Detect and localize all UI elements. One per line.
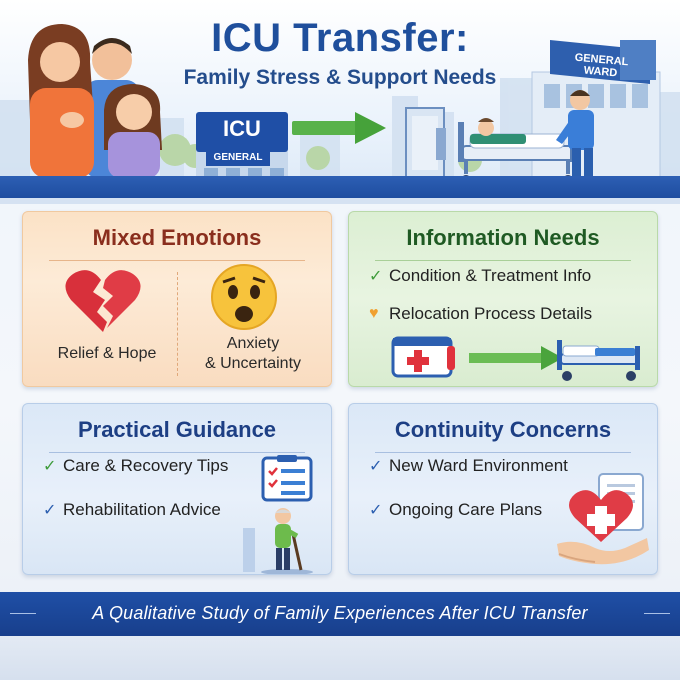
card-continuity-concerns: Continuity Concerns ✓ New Ward Environme… (348, 403, 658, 575)
card-rule (49, 452, 305, 453)
footer-rule-right (644, 613, 670, 614)
list-item-label: Condition & Treatment Info (389, 266, 592, 285)
list-item: ♥ Relocation Process Details (369, 304, 592, 324)
emotions-divider (177, 272, 178, 376)
card-information-needs: Information Needs ✓ Condition & Treatmen… (348, 211, 658, 387)
list-item: ✓ New Ward Environment (369, 456, 568, 476)
hospital-bed-icon (557, 340, 640, 381)
bottom-strip (0, 636, 680, 680)
card-title-practical-guidance: Practical Guidance (77, 417, 277, 442)
medical-chart-icon (391, 336, 455, 378)
checklist-clipboard-icon (261, 455, 313, 502)
card-title-mixed-emotions: Mixed Emotions (92, 225, 262, 250)
page-title: ICU Transfer: (211, 16, 469, 60)
card-rule (49, 260, 305, 261)
transfer-arrow (292, 112, 386, 144)
broken-heart-icon (65, 270, 141, 332)
emotion-label-anxiety-line1: Anxiety (226, 335, 280, 352)
list-item: ✓ Rehabilitation Advice (43, 500, 221, 520)
list-item-label: Relocation Process Details (389, 304, 593, 323)
header-ground-band (0, 176, 680, 198)
check-icon: ✓ (43, 502, 57, 519)
nurse-figure (556, 90, 596, 181)
list-item: ✓ Care & Recovery Tips (43, 456, 228, 476)
list-item: ✓ Condition & Treatment Info (369, 266, 591, 286)
list-item-label: Rehabilitation Advice (63, 500, 221, 519)
arrow-right-icon (469, 346, 563, 370)
header-divider (0, 198, 680, 204)
hospital-bed-icon (436, 118, 576, 185)
emotion-label-relief: Relief & Hope (57, 345, 157, 362)
card-title-continuity-concerns: Continuity Concerns (394, 417, 612, 442)
icu-building (196, 112, 288, 178)
list-item-label: Care & Recovery Tips (63, 456, 229, 475)
footer-banner: A Qualitative Study of Family Experience… (0, 592, 680, 636)
card-practical-guidance: Practical Guidance ✓ Care & Recovery Tip… (22, 403, 332, 575)
card-mixed-emotions: Mixed Emotions Relief & Hope Anxiety & U… (22, 211, 332, 387)
heart-in-hands-icon (557, 473, 649, 565)
header-banner: ICU Transfer: Family Stress & Support Ne… (0, 0, 680, 198)
card-rule (375, 260, 631, 261)
footer-caption: A Qualitative Study of Family Experience… (92, 603, 588, 623)
list-item: ✓ Ongoing Care Plans (369, 500, 542, 520)
check-icon: ✓ (369, 502, 383, 519)
card-rule (375, 452, 631, 453)
header-illustration (0, 24, 680, 185)
page-subtitle: Family Stress & Support Needs (183, 66, 497, 89)
list-item-label: New Ward Environment (389, 456, 568, 475)
anxious-face-icon (211, 264, 277, 330)
icu-sign: ICU (223, 116, 261, 141)
list-item-label: Ongoing Care Plans (389, 500, 543, 519)
family-illustration (28, 24, 162, 178)
check-icon: ✓ (369, 268, 383, 285)
emotion-label-anxiety-line2: & Uncertainty (204, 355, 302, 372)
elderly-walker-icon (243, 508, 313, 574)
icu-sub-sign: GENERAL (213, 152, 263, 163)
check-icon: ✓ (369, 458, 383, 475)
heart-icon: ♥ (369, 305, 379, 322)
card-title-information-needs: Information Needs (406, 225, 600, 250)
footer-rule-left (10, 613, 36, 614)
check-icon: ✓ (43, 458, 57, 475)
